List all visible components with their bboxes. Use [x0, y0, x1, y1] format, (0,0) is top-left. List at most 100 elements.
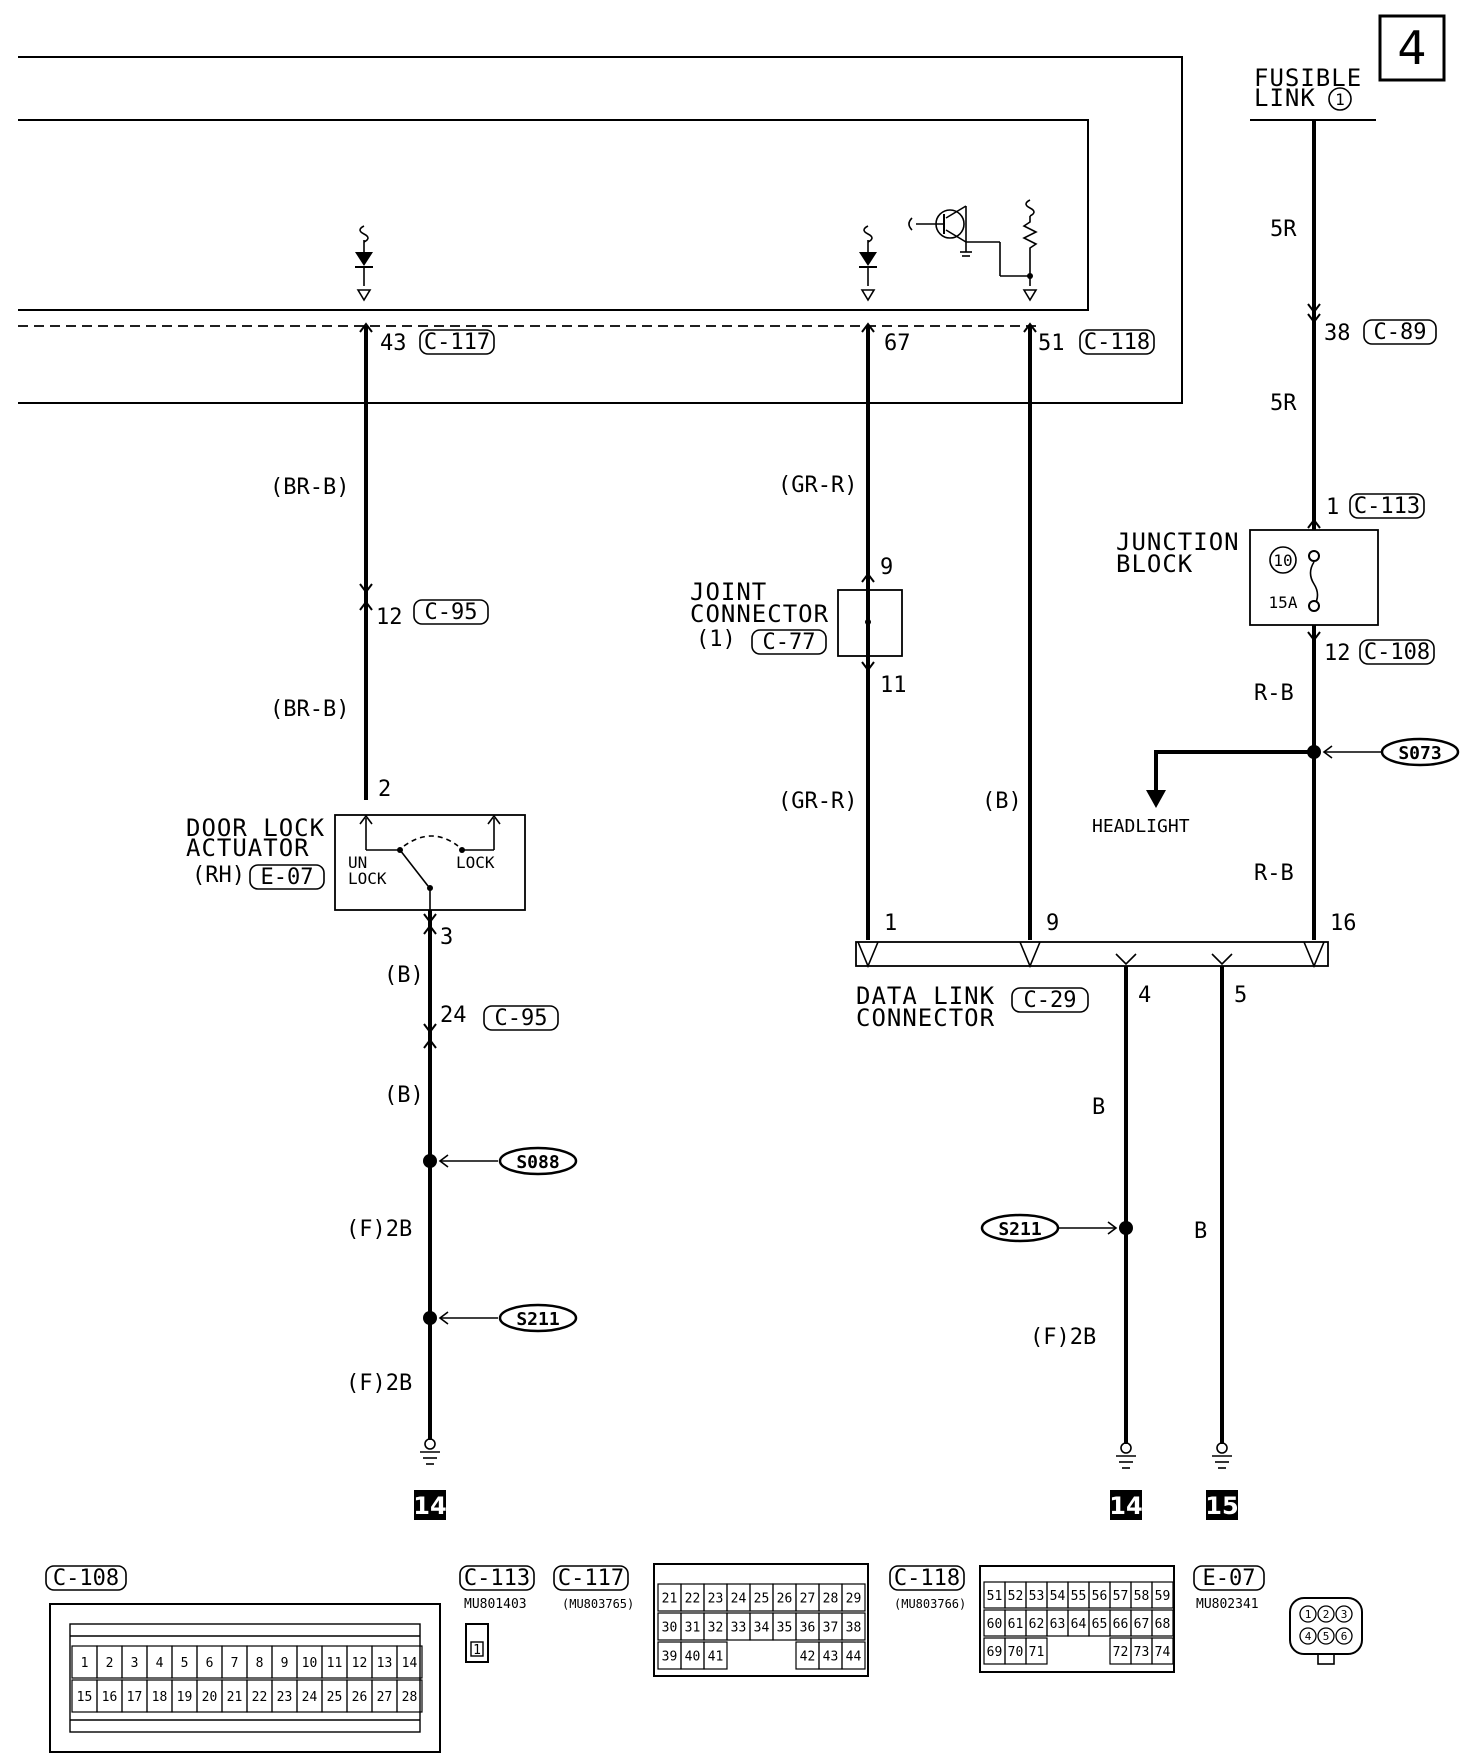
c108-pin-10: 10 — [302, 1656, 318, 1671]
wire-color-b-dlc4: B — [1092, 1095, 1105, 1120]
wire-color-rb-top: R-B — [1254, 681, 1294, 706]
ground-14-left-label: 14 — [413, 1492, 446, 1520]
c117-pin-41: 41 — [708, 1650, 724, 1665]
c108-pin-4: 4 — [156, 1656, 164, 1671]
c118-pin-66: 66 — [1113, 1617, 1129, 1632]
splice-s211-right: S211 — [980, 1213, 1118, 1243]
c118-pin-67: 67 — [1134, 1617, 1150, 1632]
c118-pin-53: 53 — [1029, 1589, 1045, 1604]
wire-f2b-1: (F)2B — [346, 1217, 412, 1242]
dlc-title-2: CONNECTOR — [856, 1004, 995, 1032]
c117-view-label: C-117 — [558, 1566, 624, 1591]
door-lock-title-2: ACTUATOR — [186, 834, 310, 862]
pin-51: 51 — [1038, 331, 1065, 356]
splice-s211a-label: S211 — [516, 1309, 559, 1330]
c118-pin-62: 62 — [1029, 1617, 1045, 1632]
c118-pin-68-cell — [1151, 1609, 1174, 1637]
dlc-pin-4: 4 — [1138, 983, 1151, 1008]
c108-pin-28-cell — [396, 1679, 423, 1713]
wire-color-brb-1: (BR-B) — [270, 475, 349, 500]
c118-pin-61: 61 — [1008, 1617, 1024, 1632]
ecu-pin-51-label: 51 C-118 — [1038, 329, 1155, 356]
c117-pin-23: 23 — [708, 1592, 724, 1607]
headlight-label: HEADLIGHT — [1092, 816, 1190, 837]
junction-block-title-2: BLOCK — [1116, 550, 1193, 578]
c113-view-label: C-113 — [464, 1566, 530, 1591]
c113-part-number: MU801403 — [464, 1597, 527, 1612]
ground-15: 15 — [1205, 1442, 1239, 1520]
door-lock-actuator: UN LOCK LOCK — [334, 814, 526, 911]
fusible-link-line1: FUSIBLE — [1254, 64, 1362, 92]
c117-pin-38-cell — [841, 1612, 866, 1641]
splice-s073-label: S073 — [1398, 743, 1441, 764]
dlc-pin-5: 5 — [1234, 983, 1247, 1008]
c118-pin-74: 74 — [1155, 1645, 1171, 1660]
pin-9-joint: 9 — [880, 555, 893, 580]
wire-color-brb-2: (BR-B) — [270, 697, 349, 722]
e07-pin-6-ring — [1335, 1627, 1353, 1645]
c117-part-number: (MU803765) — [562, 1597, 634, 1611]
c108-pin-27: 27 — [377, 1690, 393, 1705]
ecu-diode-67 — [859, 225, 877, 302]
e07-pin-2-ring — [1317, 1605, 1335, 1623]
c118-part-number: (MU803766) — [894, 1597, 966, 1611]
ecu-pin-43-label: 43 C-117 — [380, 329, 495, 356]
fusible-link-line2: LINK — [1254, 84, 1316, 112]
c108-pin-19: 19 — [177, 1690, 193, 1705]
fusible-link: FUSIBLE LINK 1 — [1250, 64, 1376, 121]
c108-pin-2: 2 — [106, 1656, 114, 1671]
c118-pin-64: 64 — [1071, 1617, 1087, 1632]
c117-pin-36: 36 — [800, 1621, 816, 1636]
c118-pin-58: 58 — [1134, 1589, 1150, 1604]
junction-fuse-rating: 15A — [1269, 593, 1298, 612]
c117-pin-28: 28 — [823, 1592, 839, 1607]
c118-pin-59-cell — [1151, 1581, 1174, 1609]
c117-pin-42: 42 — [800, 1650, 816, 1665]
e07-pin-4-ring — [1299, 1627, 1317, 1645]
wire-grr — [861, 323, 875, 940]
c118-pin-68: 68 — [1155, 1617, 1171, 1632]
e07-part-number: MU802341 — [1196, 1597, 1259, 1612]
door-lock-unlock: LOCK — [348, 869, 387, 888]
c108-pin-15: 15 — [77, 1690, 93, 1705]
c118-pin-52: 52 — [1008, 1589, 1024, 1604]
splice-s073: S073 — [1146, 737, 1460, 808]
c108-pin-16: 16 — [102, 1690, 118, 1705]
c117-pin-29: 29 — [846, 1592, 862, 1607]
ground-15-label: 15 — [1205, 1492, 1238, 1520]
c117-pin-21: 21 — [662, 1592, 678, 1607]
c118-pin-69: 69 — [987, 1645, 1003, 1660]
ecu-transistor-51 — [908, 199, 1038, 302]
conn-c108-tag: C-108 — [1364, 640, 1430, 665]
wire-b-dlc4 — [1119, 966, 1133, 1444]
c118-pin-57: 57 — [1113, 1589, 1129, 1604]
c108-pin-12: 12 — [352, 1656, 368, 1671]
c108-pin-7: 7 — [231, 1656, 239, 1671]
c108-pin-14: 14 — [402, 1656, 418, 1671]
c117-pin-25: 25 — [754, 1592, 770, 1607]
wire-f2b-2: (F)2B — [346, 1371, 412, 1396]
c108-pin-1: 1 — [81, 1656, 89, 1671]
c117-pin-37: 37 — [823, 1621, 839, 1636]
e07-pin-2: 2 — [1323, 1608, 1330, 1621]
connector-view-c113: C-113 MU801403 1 — [459, 1565, 535, 1663]
c108-pin-13: 13 — [377, 1656, 393, 1671]
conn-c117-tag: C-117 — [424, 330, 490, 355]
c108-pin-20: 20 — [202, 1690, 218, 1705]
ground-14-right: 14 — [1109, 1442, 1143, 1520]
wire-color-b-2: (B) — [384, 1083, 424, 1108]
conn-c95-tag-b: C-95 — [495, 1006, 548, 1031]
e07-pin-1-ring — [1299, 1605, 1317, 1623]
wire-color-b-dlc5: B — [1194, 1219, 1207, 1244]
c108-pin-14-cell — [396, 1645, 423, 1679]
c118-pin-55: 55 — [1071, 1589, 1087, 1604]
wire-color-5r-top: 5R — [1270, 217, 1297, 242]
conn-c89-tag: C-89 — [1374, 320, 1427, 345]
pin-12-c108: 12 — [1324, 641, 1351, 666]
pin-2: 2 — [378, 777, 391, 802]
e07-pin-1: 1 — [1305, 1608, 1312, 1621]
c118-pin-73: 73 — [1134, 1645, 1150, 1660]
c117-pin-30: 30 — [662, 1621, 678, 1636]
